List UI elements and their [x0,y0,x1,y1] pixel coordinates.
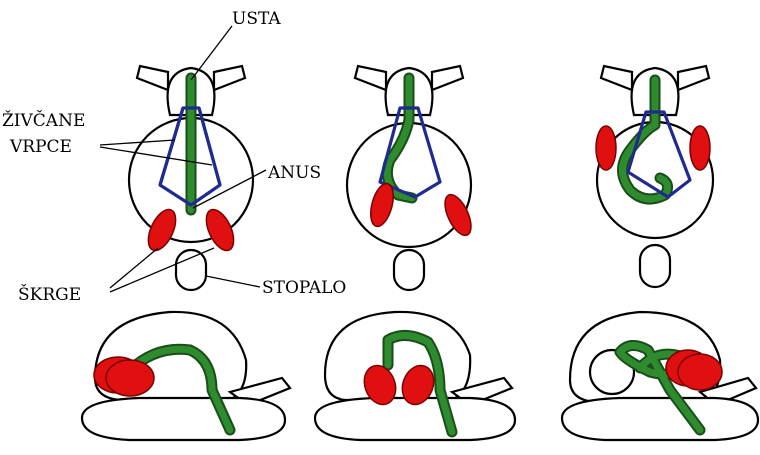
top-view-stage-2 [347,66,476,290]
label-anus: ANUS [267,163,321,183]
label-nerve-cords-line2: VRPCE [9,137,72,157]
foot [562,398,758,440]
shell [347,123,471,247]
label-gills: ŠKRGE [18,284,81,305]
foot [394,250,424,290]
label-foot: STOPALO [262,278,346,298]
leader-foot [206,276,260,287]
side-view-stage-1 [82,312,290,440]
shell [325,312,470,400]
gill-right [690,126,710,170]
top-view-stage-3 [596,66,713,287]
gill-front [678,354,722,390]
gill-front [106,360,154,396]
foot [82,398,285,440]
foot [640,245,670,287]
label-nerve-cords-line1: ŽIVČANE [2,110,85,131]
side-view-stage-3 [562,312,758,440]
label-mouth: USTA [232,9,281,29]
side-view-stage-2 [315,312,515,440]
gill-left [596,126,616,170]
foot [176,250,206,290]
